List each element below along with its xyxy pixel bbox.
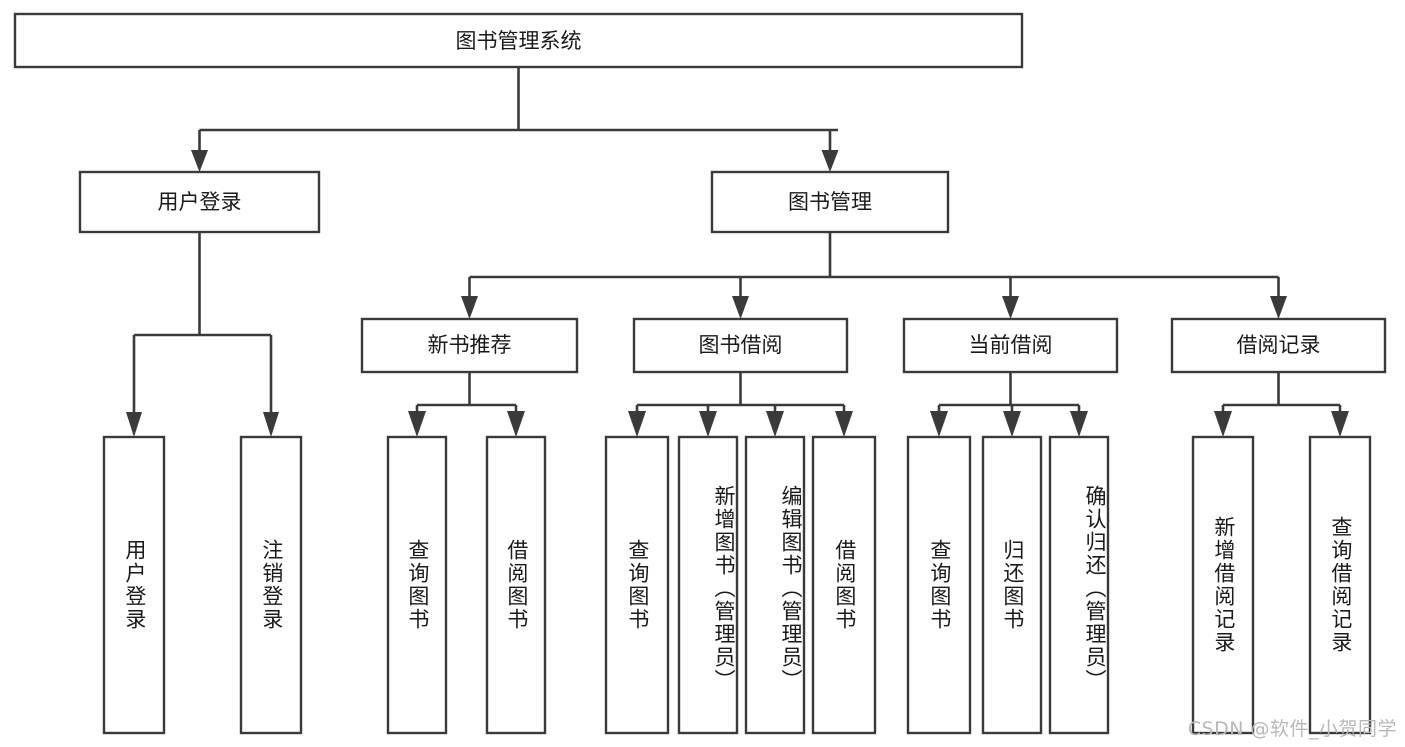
node-leaf-borrow-book-1[interactable]: 借阅图书 (485, 435, 547, 735)
leaf-edit-book-box[interactable] (744, 435, 806, 735)
leaf-add-book-box[interactable] (677, 435, 739, 735)
arrow-head-leaf-query-book-1 (408, 411, 426, 437)
book-borrow-box[interactable] (632, 317, 849, 374)
leaf-borrow-book-1-box[interactable] (485, 435, 547, 735)
leaf-confirm-return-box[interactable] (1048, 435, 1110, 735)
leaf-query-book-3-label-wrap: 查询图书 (927, 539, 952, 631)
user-login-box[interactable] (78, 170, 321, 234)
borrow-record-label: 借阅记录 (1237, 333, 1321, 357)
leaf-add-record-box[interactable] (1191, 435, 1255, 735)
arrow-head-leaf-query-book-3 (930, 411, 948, 437)
leaf-user-logout-label: 注销登录 (259, 539, 284, 631)
new-book-rec-label: 新书推荐 (428, 333, 512, 357)
node-leaf-edit-book[interactable]: 编辑图书（管理员） (744, 435, 806, 735)
arrow-head-leaf-edit-book (766, 411, 784, 437)
node-leaf-borrow-book-2[interactable]: 借阅图书 (811, 435, 877, 735)
leaf-query-book-3-box[interactable] (906, 435, 972, 735)
leaf-query-record-label-wrap: 查询借阅记录 (1328, 516, 1353, 654)
leaf-query-book-2-label: 查询图书 (625, 539, 650, 631)
leaf-add-book-label: 新增图书（管理员） (712, 484, 736, 692)
leaf-query-record-label: 查询借阅记录 (1328, 516, 1353, 654)
new-book-rec-box[interactable] (360, 317, 579, 374)
current-borrow-label: 当前借阅 (969, 333, 1053, 357)
node-book-manage[interactable]: 图书管理 (710, 170, 950, 234)
leaf-return-book-box[interactable] (981, 435, 1043, 735)
leaf-query-book-2-label-wrap: 查询图书 (625, 539, 650, 631)
book-manage-box[interactable] (710, 170, 950, 234)
arrow-head-borrow-record (1270, 296, 1287, 319)
leaf-query-book-2-box[interactable] (604, 435, 670, 735)
arrow-head-leaf-borrow-book-1 (507, 411, 525, 437)
arrow-head-leaf-return-book (1003, 411, 1021, 437)
leaf-borrow-book-2-label-wrap: 借阅图书 (832, 539, 857, 631)
arrow-head-user-login (191, 150, 208, 172)
node-leaf-user-login[interactable]: 用户登录 (102, 435, 166, 735)
node-leaf-add-record[interactable]: 新增借阅记录 (1191, 435, 1255, 735)
arrow-head-book-borrow (732, 296, 749, 319)
arrow-head-leaf-add-record (1214, 411, 1232, 437)
leaf-edit-book-label: 编辑图书（管理员） (779, 484, 803, 692)
leaf-confirm-return-label-wrap: 确认归还（管理员） (1083, 484, 1107, 692)
leaf-add-book-label-wrap: 新增图书（管理员） (712, 484, 736, 692)
leaf-user-login-box[interactable] (102, 435, 166, 735)
arrow-head-leaf-user-login (126, 412, 142, 437)
borrow-record-box[interactable] (1170, 317, 1387, 374)
arrow-head-book-manage (821, 150, 839, 172)
leaf-user-logout-label-wrap: 注销登录 (259, 539, 284, 631)
leaf-query-book-3-label: 查询图书 (927, 539, 952, 631)
node-leaf-add-book[interactable]: 新增图书（管理员） (677, 435, 739, 735)
node-leaf-query-book-3[interactable]: 查询图书 (906, 435, 972, 735)
leaf-borrow-book-1-label-wrap: 借阅图书 (504, 539, 529, 631)
leaf-query-book-1-box[interactable] (386, 435, 448, 735)
leaf-user-login-label-wrap: 用户登录 (122, 539, 147, 631)
node-borrow-record[interactable]: 借阅记录 (1170, 317, 1387, 374)
user-login-label: 用户登录 (158, 190, 242, 214)
connector-layer (126, 67, 1349, 437)
leaf-return-book-label: 归还图书 (1000, 539, 1025, 631)
arrow-head-leaf-add-book (699, 411, 717, 437)
arrow-head-leaf-confirm-return (1070, 411, 1088, 437)
leaf-user-login-label: 用户登录 (122, 539, 147, 631)
leaf-edit-book-label-wrap: 编辑图书（管理员） (779, 484, 803, 692)
book-manage-label: 图书管理 (788, 190, 872, 214)
node-current-borrow[interactable]: 当前借阅 (902, 317, 1119, 374)
arrow-head-leaf-query-record (1331, 411, 1349, 437)
arrow-head-new-book-rec (461, 296, 478, 319)
arrow-head-leaf-user-logout (263, 412, 279, 437)
root-node-label: 图书管理系统 (456, 29, 582, 53)
node-user-login[interactable]: 用户登录 (78, 170, 321, 234)
arrow-head-leaf-query-book-2 (628, 411, 646, 437)
node-new-book-rec[interactable]: 新书推荐 (360, 317, 579, 374)
node-leaf-return-book[interactable]: 归还图书 (981, 435, 1043, 735)
leaf-query-book-1-label: 查询图书 (405, 539, 430, 631)
node-leaf-confirm-return[interactable]: 确认归还（管理员） (1048, 435, 1110, 735)
node-book-borrow[interactable]: 图书借阅 (632, 317, 849, 374)
leaf-borrow-book-2-label: 借阅图书 (832, 539, 857, 631)
node-leaf-query-record[interactable]: 查询借阅记录 (1308, 435, 1372, 735)
current-borrow-box[interactable] (902, 317, 1119, 374)
root-node-box[interactable] (13, 12, 1024, 69)
leaf-confirm-return-label: 确认归还（管理员） (1083, 484, 1107, 692)
leaf-query-record-box[interactable] (1308, 435, 1372, 735)
arrow-head-leaf-borrow-book-2 (835, 411, 853, 437)
leaf-add-record-label-wrap: 新增借阅记录 (1211, 516, 1236, 654)
leaf-add-record-label: 新增借阅记录 (1211, 516, 1236, 654)
arrow-head-current-borrow (1002, 296, 1019, 319)
node-leaf-query-book-1[interactable]: 查询图书 (386, 435, 448, 735)
node-leaf-query-book-2[interactable]: 查询图书 (604, 435, 670, 735)
leaf-query-book-1-label-wrap: 查询图书 (405, 539, 430, 631)
node-leaf-user-logout[interactable]: 注销登录 (239, 435, 303, 735)
leaf-user-logout-box[interactable] (239, 435, 303, 735)
leaf-return-book-label-wrap: 归还图书 (1000, 539, 1025, 631)
leaf-borrow-book-2-box[interactable] (811, 435, 877, 735)
book-borrow-label: 图书借阅 (699, 333, 783, 357)
leaf-borrow-book-1-label: 借阅图书 (504, 539, 529, 631)
node-root-system[interactable]: 图书管理系统 (13, 12, 1024, 69)
